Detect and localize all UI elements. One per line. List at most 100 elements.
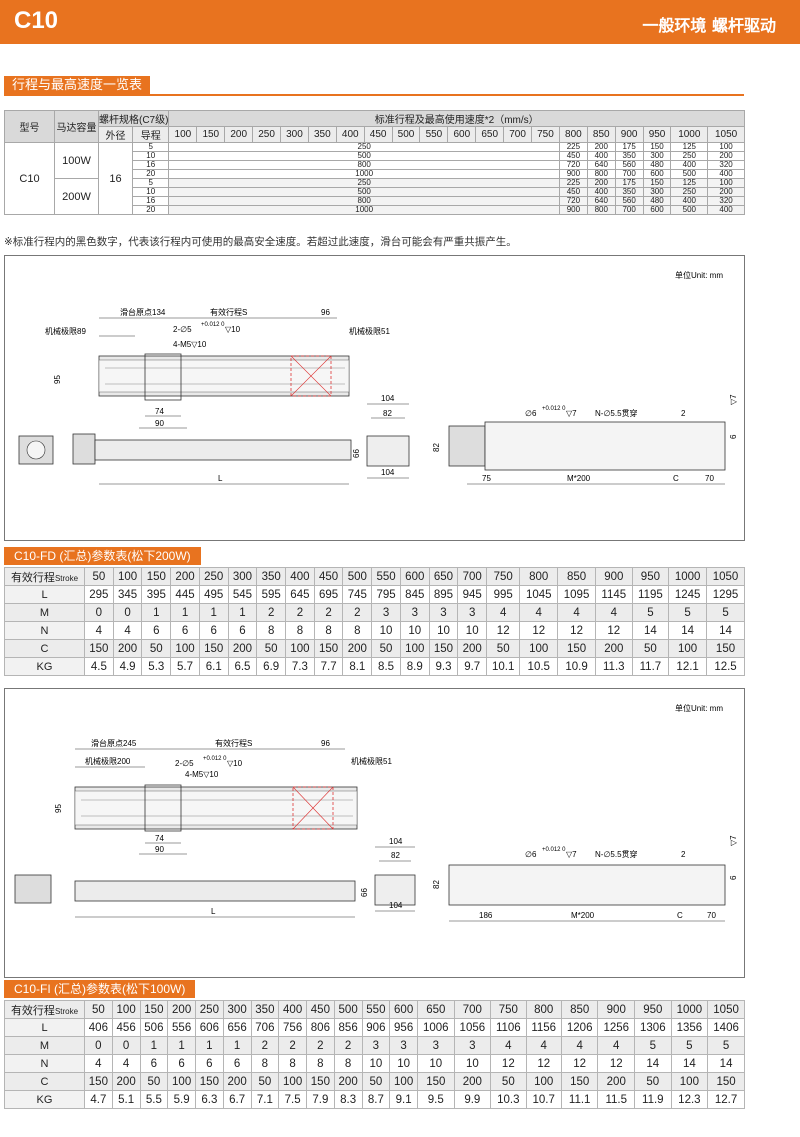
value-cell: 406 [84, 1018, 113, 1037]
value-cell: 9.5 [417, 1090, 455, 1109]
value-cell: 1095 [557, 585, 596, 604]
stroke-cell: 650 [428, 567, 459, 586]
speed-section-title: 行程与最高速度一览表 [4, 76, 151, 96]
value-cell: 12 [490, 1054, 527, 1073]
value-cell: 945 [457, 585, 488, 604]
value-cell: 8 [250, 1054, 280, 1073]
d70-label: 70 [705, 474, 714, 483]
value-cell: 150 [428, 639, 459, 658]
value-cell: 5 [668, 603, 708, 622]
value-cell: 150 [195, 1072, 224, 1091]
value-cell: 11.9 [634, 1090, 672, 1109]
value-cell: 12.5 [706, 657, 745, 676]
value-cell: 12.7 [707, 1090, 745, 1109]
row-label: L [4, 585, 85, 604]
value-cell: 10 [389, 1054, 418, 1073]
value-cell: 8.9 [399, 657, 430, 676]
value-cell: 1 [198, 603, 229, 622]
value-cell: 6.7 [222, 1090, 252, 1109]
value-cell: 4 [519, 603, 559, 622]
origin-label: 滑台原点134 [120, 307, 166, 317]
hole-label-2: 2-∅5 [175, 759, 194, 768]
value-cell: 6.5 [227, 657, 258, 676]
value-cell: 50 [256, 639, 287, 658]
value-cell: 9.7 [457, 657, 488, 676]
stroke-row-label: 有效行程Stroke [4, 567, 85, 586]
value-cell: 200 [333, 1072, 363, 1091]
stroke-row-label: 有效行程Stroke [4, 1000, 85, 1019]
d7-label-2: ▽7 [729, 835, 738, 846]
value-cell: 12 [557, 621, 596, 640]
value-cell: 12.1 [668, 657, 708, 676]
stroke-label: 有效行程S [210, 307, 247, 317]
stroke-cell: 1000 [668, 567, 708, 586]
value-cell: 645 [285, 585, 315, 604]
value-cell: 200 [111, 1072, 141, 1091]
value-cell: 50 [250, 1072, 280, 1091]
value-cell: 745 [342, 585, 373, 604]
d96-label: 96 [321, 308, 330, 317]
stroke-cell: 500 [342, 567, 373, 586]
stroke-row-label-small: Stroke [54, 1006, 79, 1016]
speed-table: 型号 马达容量 螺杆规格(C7级) 标准行程及最高使用速度*2（mm/s） 外径… [4, 110, 745, 215]
value-cell: 50 [634, 1072, 672, 1091]
stroke-cell: 400 [285, 567, 315, 586]
stroke-cell: 350 [250, 1000, 280, 1019]
stroke-col-header: 750 [531, 126, 560, 143]
value-cell: 0 [112, 603, 143, 622]
param-table-title-fi: C10-FI (汇总)参数表(松下100W) [4, 980, 196, 998]
value-cell: 6 [170, 621, 200, 640]
value-cell: 4.5 [84, 657, 114, 676]
value-cell: 6 [141, 621, 172, 640]
value-cell: 1 [167, 1036, 196, 1055]
value-cell: 1 [139, 1036, 169, 1055]
stroke-cell: 50 [84, 567, 114, 586]
value-cell: 0 [84, 603, 114, 622]
stroke-col-header: 1050 [707, 126, 745, 143]
value-cell: 956 [389, 1018, 418, 1037]
value-cell: 12 [525, 1054, 562, 1073]
value-cell: 14 [707, 1054, 745, 1073]
value-cell: 456 [111, 1018, 141, 1037]
stroke-cell: 450 [306, 1000, 335, 1019]
value-cell: 506 [139, 1018, 169, 1037]
d70-label-2: 70 [707, 911, 716, 920]
unit-label-2: 单位Unit: mm [675, 703, 723, 713]
row-label: N [4, 621, 85, 640]
value-cell: 50 [490, 1072, 527, 1091]
motor-cell: 200W [54, 178, 99, 215]
value-cell: 4 [525, 1036, 562, 1055]
value-cell: 11.7 [631, 657, 670, 676]
value-cell: 8.3 [333, 1090, 363, 1109]
d104a-label-2: 104 [389, 837, 403, 846]
row-label: N [4, 1054, 85, 1073]
value-cell: 100 [167, 1072, 196, 1091]
value-cell: 100 [170, 639, 200, 658]
value-cell: 2 [306, 1036, 335, 1055]
value-cell: 14 [706, 621, 745, 640]
value-cell: 2 [256, 603, 287, 622]
d82-label: 82 [383, 409, 392, 418]
d186-label-2: 186 [479, 911, 493, 920]
value-cell: 3 [428, 603, 459, 622]
speed-note: ※标准行程内的黑色数字，代表该行程内可使用的最高安全速度。若超过此速度，滑台可能… [4, 236, 517, 248]
stroke-cell: 750 [486, 567, 521, 586]
stroke-cell: 1050 [707, 1000, 745, 1019]
value-cell: 200 [457, 639, 488, 658]
value-cell: 4 [594, 603, 633, 622]
value-cell: 1356 [670, 1018, 709, 1037]
value-cell: 1195 [631, 585, 670, 604]
stroke-cell: 600 [399, 567, 430, 586]
value-cell: 5 [670, 1036, 709, 1055]
base-speed-cell: 1000 [168, 205, 560, 215]
value-cell: 6 [227, 621, 258, 640]
limit-left-label-2: 机械极限200 [85, 756, 131, 766]
value-cell: 6.9 [256, 657, 287, 676]
stroke-label-2: 有效行程S [215, 738, 252, 748]
stroke-cell: 100 [111, 1000, 141, 1019]
stroke-cell: 150 [139, 1000, 169, 1019]
stroke-col-header: 800 [558, 126, 588, 143]
value-cell: 200 [453, 1072, 492, 1091]
